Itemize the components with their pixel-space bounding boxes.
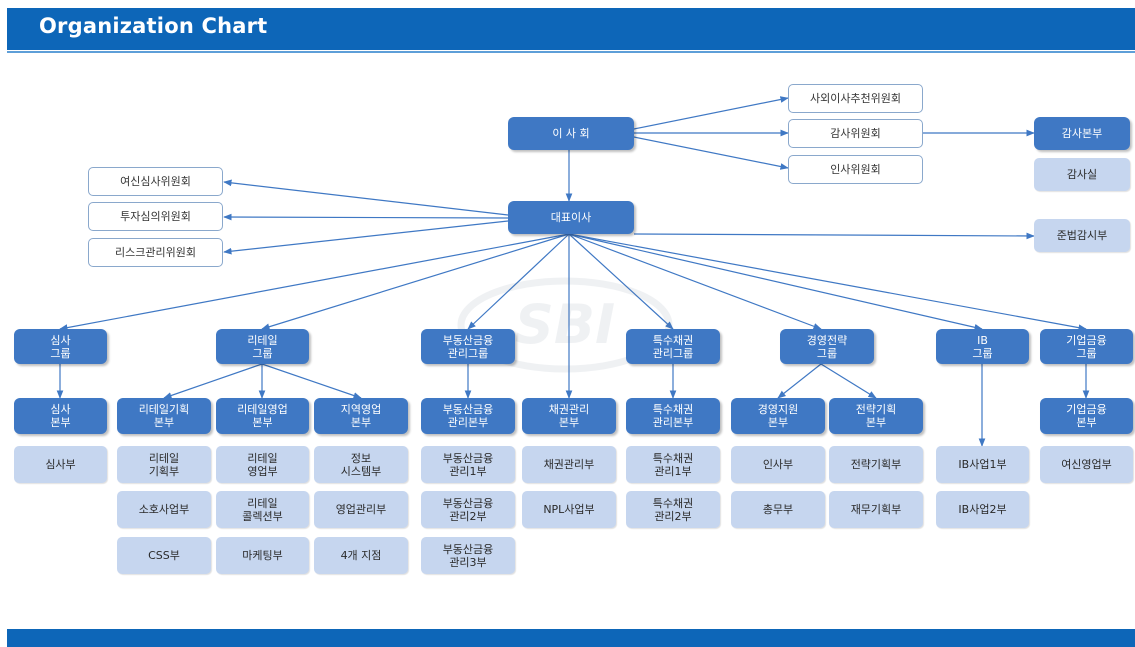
dept-hr: 인사부 [731, 446, 825, 483]
hq-management-support: 경영지원 본부 [731, 398, 825, 434]
group-real-estate-finance: 부동산금융 관리그룹 [421, 329, 515, 364]
hq-special-credit-mgmt: 특수채권 관리본부 [626, 398, 720, 434]
hq-credit-collection: 채권관리 본부 [522, 398, 616, 434]
svg-text:SBI: SBI [515, 293, 615, 356]
title-banner: Organization Chart [7, 8, 1135, 50]
dept-real-estate-finance-3: 부동산금융 관리3부 [421, 537, 515, 574]
connector [568, 233, 822, 330]
hq-retail-sales: 리테일영업 본부 [216, 398, 309, 434]
dept-retail-collection: 리테일 콜렉션부 [216, 491, 309, 528]
connector [261, 233, 570, 330]
hq-retail-planning: 리테일기획 본부 [117, 398, 211, 434]
board-of-directors: 이 사 회 [508, 117, 634, 150]
group-management-strategy: 경영전략 그룹 [780, 329, 874, 364]
committee-personnel: 인사위원회 [788, 155, 923, 184]
connector [163, 363, 263, 399]
dept-special-credit-1: 특수채권 관리1부 [626, 446, 720, 483]
sbi-watermark-logo: SBI [457, 277, 673, 373]
dept-four-branches: 4개 지점 [314, 537, 408, 574]
dept-real-estate-finance-1: 부동산금융 관리1부 [421, 446, 515, 483]
dept-npl-business: NPL사업부 [522, 491, 616, 528]
group-ib: IB 그룹 [936, 329, 1029, 364]
group-retail: 리테일 그룹 [216, 329, 309, 364]
hq-regional-sales: 지역영업 본부 [314, 398, 408, 434]
hq-review: 심사 본부 [14, 398, 107, 434]
footer-banner [7, 629, 1135, 647]
audit-headquarters: 감사본부 [1034, 117, 1130, 150]
compliance-department: 준법감시부 [1034, 219, 1130, 252]
dept-real-estate-finance-2: 부동산금융 관리2부 [421, 491, 515, 528]
dept-strategic-planning: 전략기획부 [829, 446, 923, 483]
group-review: 심사 그룹 [14, 329, 107, 364]
connector [633, 232, 1035, 240]
committee-investment-review: 투자심의위원회 [88, 202, 223, 231]
dept-credit-sales: 여신영업부 [1040, 446, 1133, 483]
connector [59, 233, 570, 331]
dept-soho-business: 소호사업부 [117, 491, 211, 528]
connector [633, 136, 789, 170]
group-special-credit: 특수채권 관리그룹 [626, 329, 720, 364]
committee-risk-management: 리스크관리위원회 [88, 238, 223, 267]
ceo: 대표이사 [508, 201, 634, 234]
connector [820, 363, 877, 399]
hq-real-estate-finance-mgmt: 부동산금융 관리본부 [421, 398, 515, 434]
dept-ib-1: IB사업1부 [936, 446, 1029, 483]
dept-css: CSS부 [117, 537, 211, 574]
dept-sales-management: 영업관리부 [314, 491, 408, 528]
committee-credit-review: 여신심사위원회 [88, 167, 223, 196]
dept-financial-planning: 재무기획부 [829, 491, 923, 528]
audit-office: 감사실 [1034, 158, 1130, 191]
dept-review: 심사부 [14, 446, 107, 483]
connector [568, 233, 983, 331]
dept-ib-2: IB사업2부 [936, 491, 1029, 528]
dept-retail-sales: 리테일 영업부 [216, 446, 309, 483]
connector [223, 220, 509, 255]
connector [568, 233, 1087, 331]
dept-special-credit-2: 특수채권 관리2부 [626, 491, 720, 528]
committee-audit: 감사위원회 [788, 119, 923, 148]
connector [261, 363, 362, 399]
dept-credit-collection: 채권관리부 [522, 446, 616, 483]
connector [777, 363, 822, 399]
dept-retail-planning: 리테일 기획부 [117, 446, 211, 483]
connector [633, 96, 789, 130]
dept-general-affairs: 총무부 [731, 491, 825, 528]
hq-corporate-finance: 기업금융 본부 [1040, 398, 1133, 434]
group-corporate-finance: 기업금융 그룹 [1040, 329, 1133, 364]
connector [223, 213, 509, 221]
dept-marketing: 마케팅부 [216, 537, 309, 574]
connector [467, 233, 570, 330]
committee-outside-director-nomination: 사외이사추천위원회 [788, 84, 923, 113]
dept-info-systems: 정보 시스템부 [314, 446, 408, 483]
connector [223, 179, 509, 216]
header-divider [7, 51, 1135, 53]
hq-strategic-planning: 전략기획 본부 [829, 398, 923, 434]
connector [568, 233, 674, 330]
page-title: Organization Chart [39, 14, 268, 38]
